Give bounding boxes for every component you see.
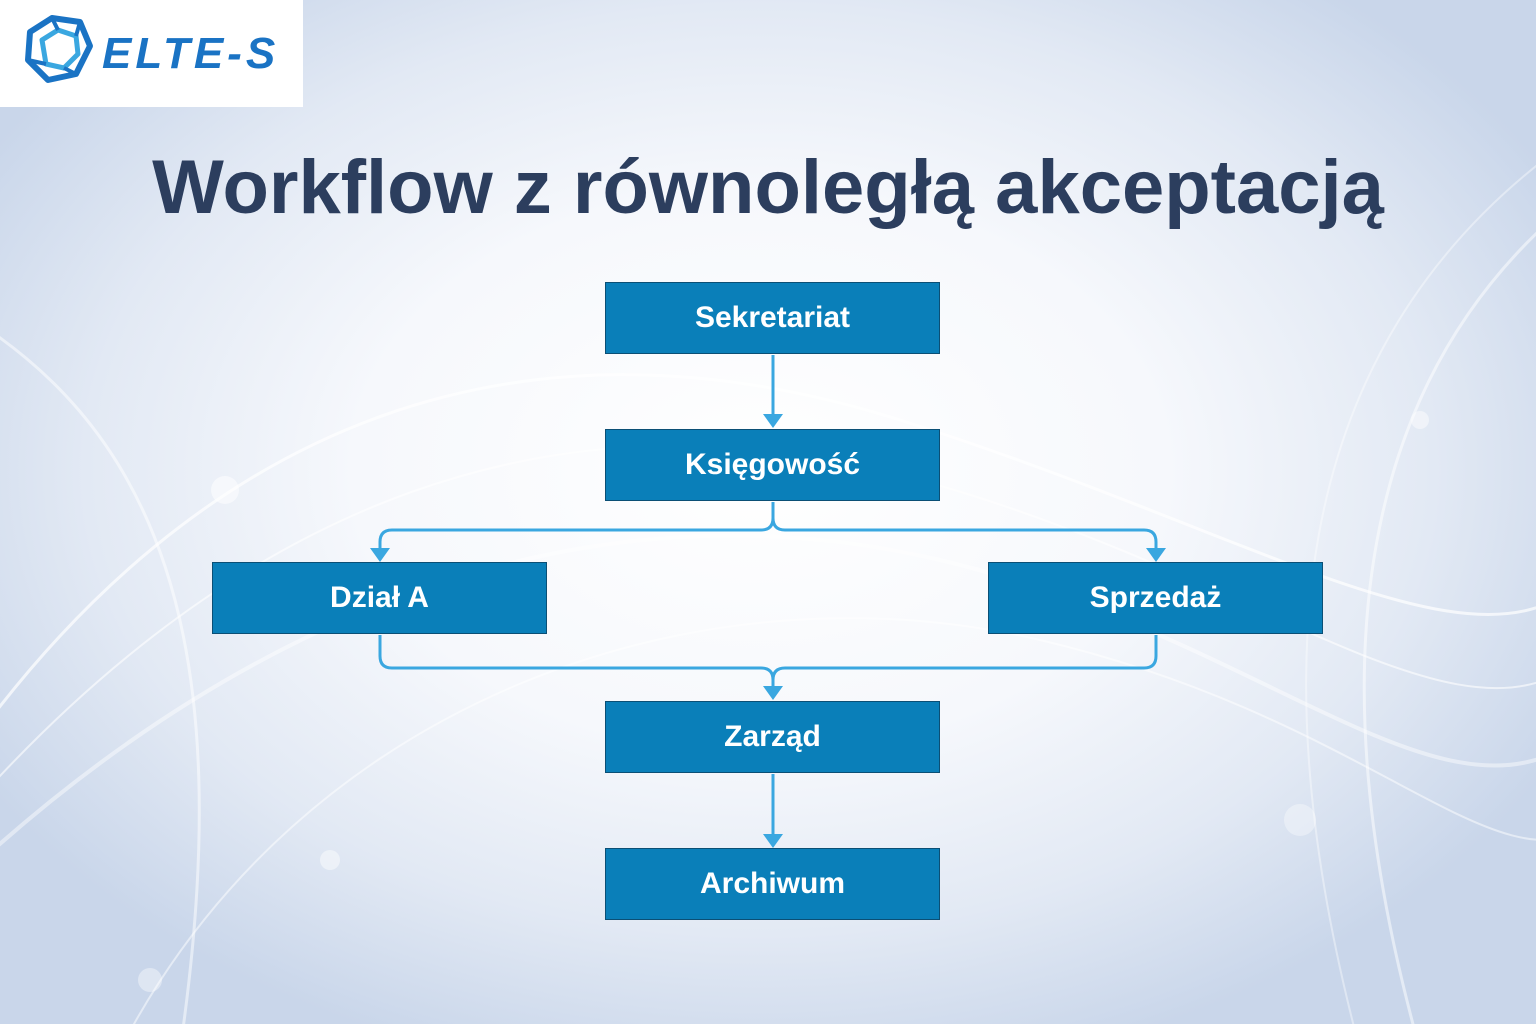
connector-ksiegowosc-dzial-a: [378, 502, 775, 552]
connector-sprzedaz-zarzad: [771, 635, 1158, 690]
arrowhead-ksiegowosc: [763, 414, 783, 428]
node-archiwum: Archiwum: [605, 848, 940, 920]
node-zarzad: Zarząd: [605, 701, 940, 773]
page-title: Workflow z równoległą akceptacją: [152, 145, 1384, 230]
arrowhead-sprzedaz: [1146, 548, 1166, 562]
arrowhead-archiwum: [763, 834, 783, 848]
logo-text: ELTE-S: [102, 29, 280, 78]
node-sekretariat: Sekretariat: [605, 282, 940, 354]
logo-panel: ELTE-S: [0, 0, 303, 107]
node-ksiegowosc: Księgowość: [605, 429, 940, 501]
node-sprzedaz: Sprzedaż: [988, 562, 1323, 634]
connector-ksiegowosc-sprzedaz: [771, 502, 1158, 552]
logo-hexagon-icon: [25, 15, 93, 83]
node-dzial-a: Dział A: [212, 562, 547, 634]
connector-dzial-a-zarzad: [378, 635, 775, 690]
arrowhead-zarzad: [763, 686, 783, 700]
arrowhead-dzial-a: [370, 548, 390, 562]
